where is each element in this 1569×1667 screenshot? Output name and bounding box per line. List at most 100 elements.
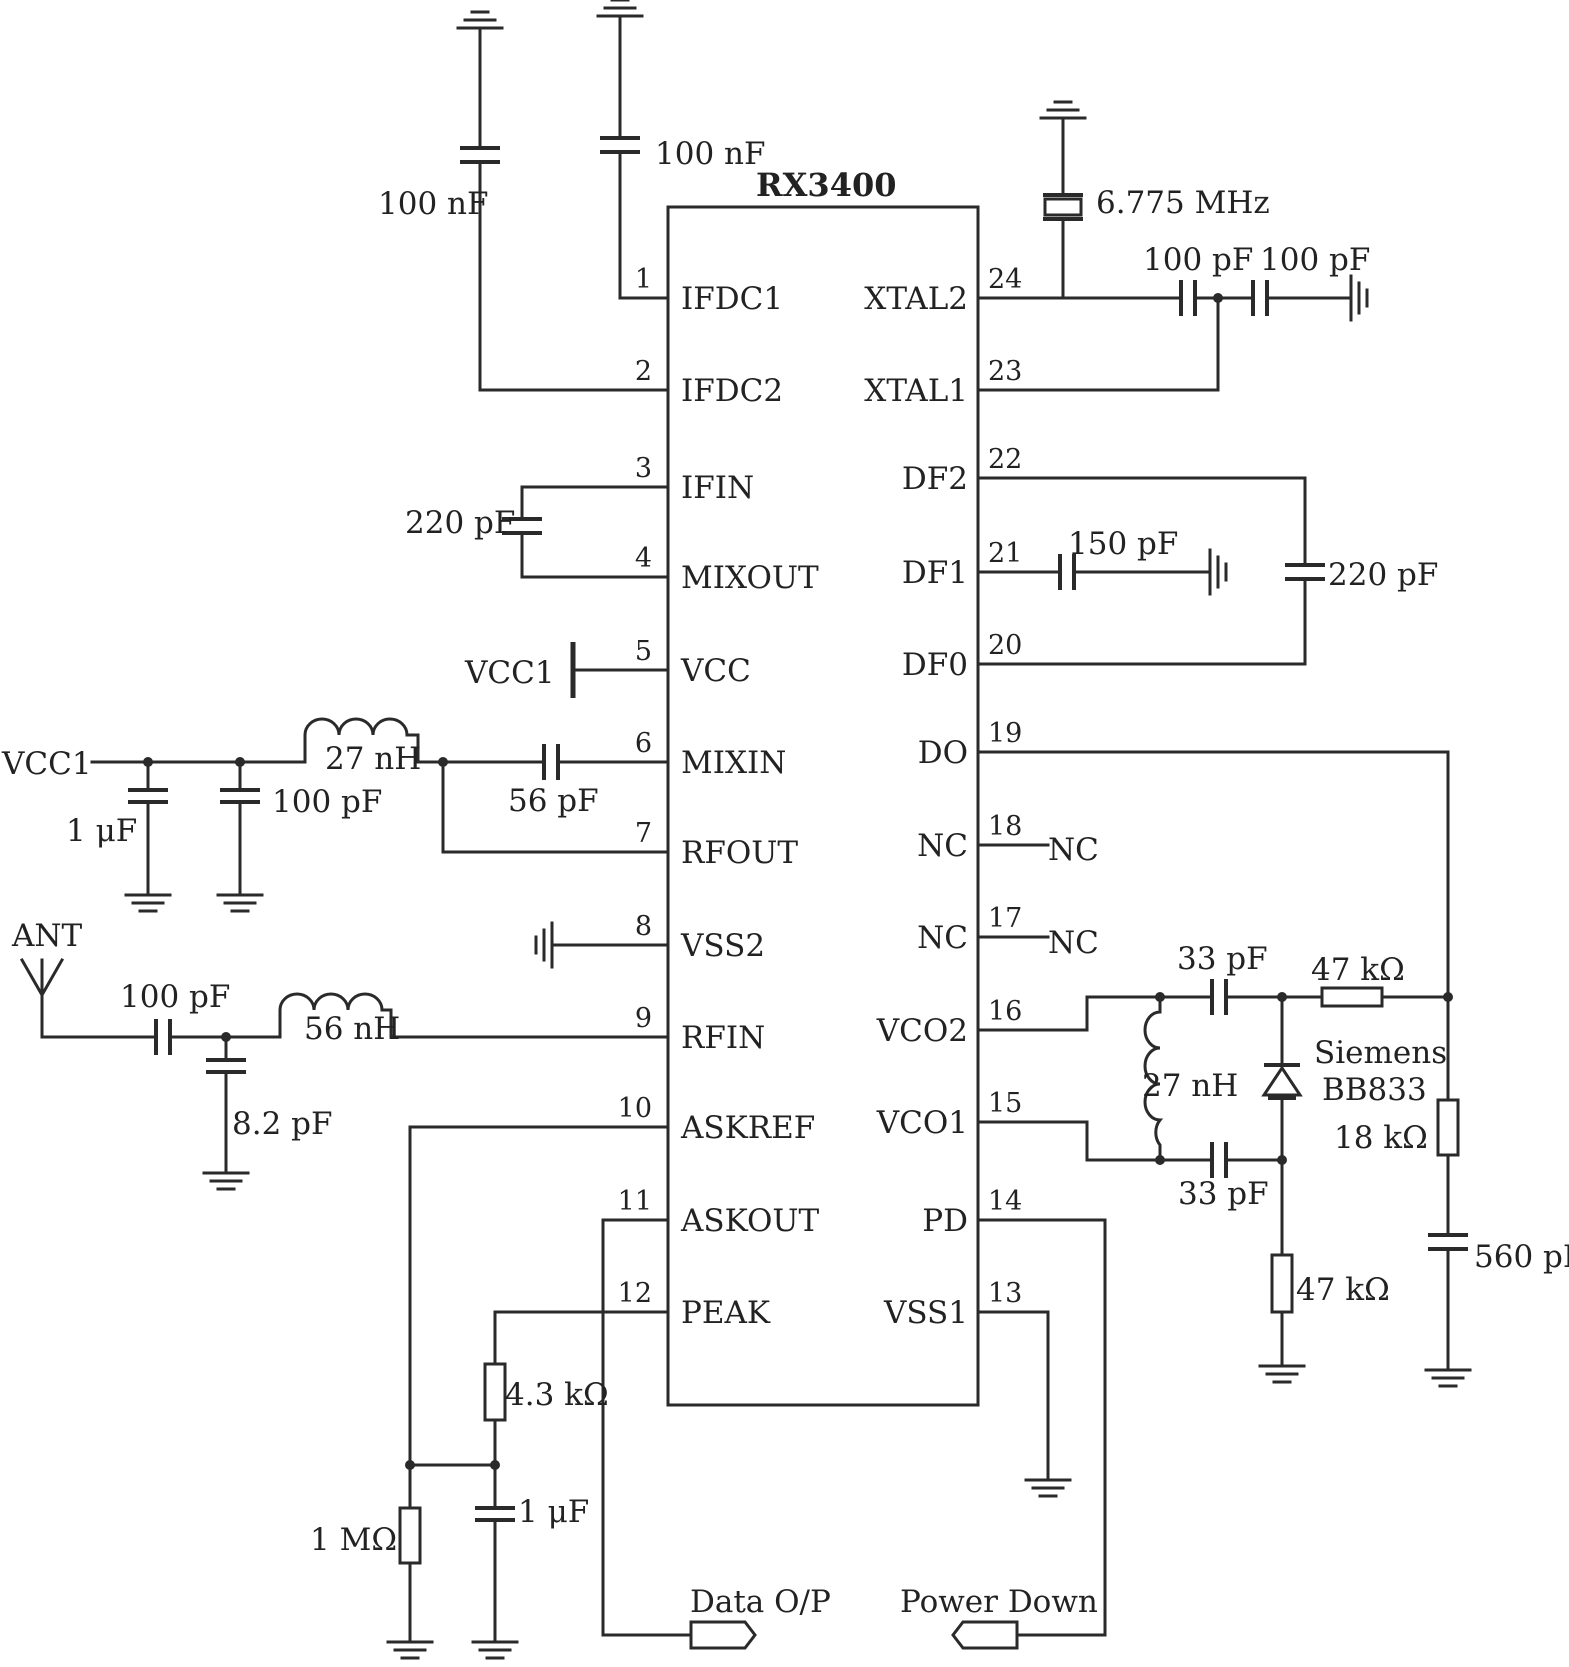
pin-name-right: NC <box>917 828 968 864</box>
pin-number-left: 10 <box>618 1093 652 1124</box>
antenna-icon <box>19 957 65 999</box>
vco-network <box>976 750 1468 1372</box>
label-crystal: 6.775 MHz <box>1096 185 1270 221</box>
label-vcc1-pin5: VCC1 <box>464 655 555 691</box>
ask-network <box>398 1125 693 1644</box>
ground-top-right-icon <box>596 0 644 18</box>
pin-number-left: 1 <box>635 264 652 295</box>
ground-100pf-icon <box>216 893 264 913</box>
nc-stubs <box>976 843 1050 939</box>
pin-name-right: VCO1 <box>876 1105 968 1141</box>
pin-number-right: 19 <box>988 718 1022 749</box>
rf-mixer-network <box>90 717 670 897</box>
label-c-8p2pf: 8.2 pF <box>232 1106 333 1142</box>
pin-number-left: 5 <box>635 636 652 667</box>
label-c-100pf-a: 100 pF <box>272 784 382 820</box>
ground-crystal-icon <box>1039 100 1087 120</box>
label-ant: ANT <box>11 918 83 954</box>
label-siemens: Siemens <box>1314 1035 1447 1071</box>
pin-number-right: 13 <box>988 1278 1022 1309</box>
label-c-560pf: 560 pF <box>1474 1239 1569 1275</box>
label-c-33pf-a: 33 pF <box>1177 941 1268 977</box>
pin-name-right: XTAL2 <box>864 281 968 317</box>
crystal-network <box>976 116 1353 392</box>
label-bb833: BB833 <box>1322 1072 1427 1108</box>
pin-name-left: MIXOUT <box>681 560 819 596</box>
pin-number-right: 17 <box>988 903 1022 934</box>
pin-number-left: 3 <box>635 453 652 484</box>
label-c-xtal-a: 100 pF <box>1143 242 1253 278</box>
pin-number-left: 11 <box>618 1186 652 1217</box>
ground-df1-icon <box>1208 548 1228 596</box>
pin-number-right: 22 <box>988 444 1022 475</box>
pin-number-right: 18 <box>988 811 1022 842</box>
pin-name-left: PEAK <box>681 1295 771 1331</box>
vss2-ground <box>534 921 670 969</box>
pin-number-right: 14 <box>988 1186 1022 1217</box>
pin-number-left: 6 <box>635 728 652 759</box>
label-l-27nh-b: 27 nH <box>1142 1068 1238 1104</box>
pin-number-left: 4 <box>635 543 652 574</box>
label-nc-18: NC <box>1048 832 1099 868</box>
pin-number-left: 12 <box>618 1278 652 1309</box>
label-c-ifdc2: 100 nF <box>378 186 489 222</box>
label-c-1uf-a: 1 μF <box>66 813 137 849</box>
pin-name-left: ASKREF <box>680 1110 815 1146</box>
label-r-4k3: 4.3 kΩ <box>505 1377 609 1413</box>
vss1-ground <box>976 1310 1072 1498</box>
pin-number-right: 20 <box>988 630 1022 661</box>
label-l-27nh-a: 27 nH <box>325 741 421 777</box>
pin-name-right: PD <box>922 1203 968 1239</box>
pin-name-left: VSS2 <box>680 928 765 964</box>
pin-name-right: NC <box>917 920 968 956</box>
pin-name-right: VSS1 <box>883 1295 968 1331</box>
label-c-df: 220 pF <box>1328 557 1438 593</box>
pin-number-left: 8 <box>635 911 652 942</box>
rf-input-network <box>40 992 670 1175</box>
ground-1m-icon <box>386 1640 434 1660</box>
pin-number-right: 15 <box>988 1088 1022 1119</box>
ground-xtal-cap-icon <box>1349 274 1369 322</box>
pin-name-right: DF1 <box>902 555 968 591</box>
pin-name-right: VCO2 <box>876 1013 968 1049</box>
pin-number-right: 21 <box>988 538 1022 569</box>
ground-560pf-icon <box>1424 1368 1472 1388</box>
label-c-xtal-b: 100 pF <box>1260 242 1370 278</box>
power-down-port[interactable] <box>951 1218 1107 1650</box>
vcc-rail <box>570 642 670 698</box>
pin-number-left: 2 <box>635 356 652 387</box>
label-c-1uf-b: 1 μF <box>518 1494 589 1530</box>
ground-8p2pf-icon <box>202 1171 250 1191</box>
label-l-56nh: 56 nH <box>304 1011 400 1047</box>
ground-1uf-icon <box>124 893 172 913</box>
pin-number-left: 9 <box>635 1003 652 1034</box>
label-c-ifdc1: 100 nF <box>655 136 766 172</box>
label-r-47k-b: 47 kΩ <box>1296 1272 1390 1308</box>
chip-body <box>666 205 980 1407</box>
label-r-47k-a: 47 kΩ <box>1311 952 1405 988</box>
pin-name-right: XTAL1 <box>864 373 968 409</box>
label-c-df1: 150 pF <box>1068 526 1178 562</box>
pin-name-left: IFDC2 <box>681 373 783 409</box>
pin-name-right: DF2 <box>902 461 968 497</box>
pin-number-right: 16 <box>988 996 1022 1027</box>
pin-name-left: VCC <box>680 653 751 689</box>
label-r-1m: 1 MΩ <box>310 1522 397 1558</box>
chip-name: RX3400 <box>756 166 896 204</box>
pin-name-right: DF0 <box>902 647 968 683</box>
label-vcc1-rail: VCC1 <box>1 746 92 782</box>
pin-name-left: RFIN <box>681 1020 765 1056</box>
data-output-port[interactable] <box>689 1620 757 1650</box>
pin-name-left: ASKOUT <box>680 1203 819 1239</box>
data-filter-network <box>976 476 1325 666</box>
if-filter <box>502 485 670 579</box>
pin-name-left: MIXIN <box>681 745 786 781</box>
label-c-100pf-b: 100 pF <box>120 979 230 1015</box>
pin-number-left: 7 <box>635 818 652 849</box>
label-r-18k: 18 kΩ <box>1334 1120 1428 1156</box>
chip-pins: 1IFDC12IFDC23IFIN4MIXOUT5VCC6MIXIN7RFOUT… <box>618 264 1023 1331</box>
pin-number-right: 24 <box>988 264 1022 295</box>
pin-name-right: DO <box>918 735 968 771</box>
ifdc-decoupling <box>478 14 670 392</box>
